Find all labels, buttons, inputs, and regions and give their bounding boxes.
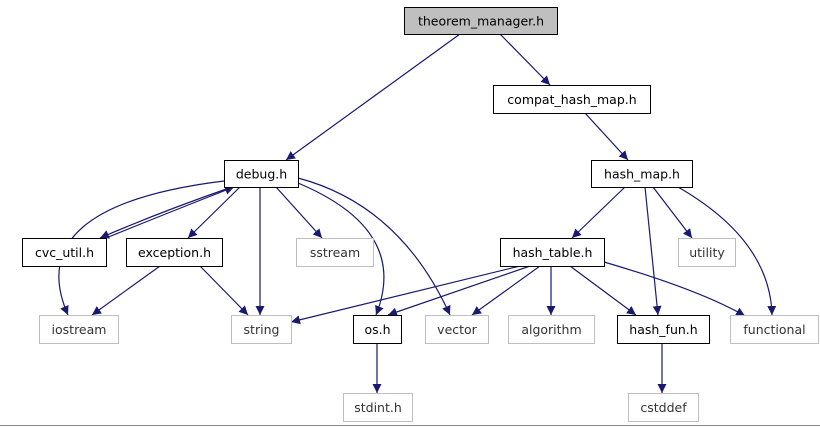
node-box [404, 7, 558, 35]
node-label: hash_map.h [604, 167, 680, 182]
edge-hash-map-to-functional [677, 186, 777, 316]
node-label: iostream [52, 322, 107, 337]
edge-exception-to-iostream [91, 265, 161, 316]
edge-hash-table-to-vector [471, 265, 541, 316]
node-box [343, 393, 413, 422]
node-label: hash_fun.h [629, 322, 697, 337]
bottom-rule [0, 425, 820, 426]
node-hash-table[interactable]: hash_table.h [500, 238, 605, 267]
node-functional: functional [730, 315, 819, 344]
edge-hash-table-to-hash-fun [569, 265, 637, 316]
node-stdint: stdint.h [343, 393, 413, 422]
node-label: cstddef [640, 400, 687, 415]
edge-theorem-manager-to-debug [285, 33, 461, 161]
node-hash-fun[interactable]: hash_fun.h [617, 315, 710, 344]
node-box [425, 315, 489, 344]
node-hash-map[interactable]: hash_map.h [591, 160, 693, 188]
node-vector: vector [425, 315, 489, 344]
node-cvc-util[interactable]: cvc_util.h [22, 238, 107, 267]
edge-debug-to-vector [297, 177, 451, 316]
node-theorem-manager[interactable]: theorem_manager.h [404, 7, 558, 35]
node-label: functional [743, 322, 805, 337]
node-label: stdint.h [354, 400, 402, 415]
node-os[interactable]: os.h [353, 315, 402, 344]
node-box [39, 315, 119, 344]
node-cstddef: cstddef [628, 393, 699, 422]
edge-exception-to-string [199, 265, 249, 316]
edges-layer [58, 33, 777, 393]
node-label: theorem_manager.h [418, 14, 544, 29]
node-box [628, 393, 699, 422]
node-string: string [231, 315, 292, 344]
node-compat-hash-map[interactable]: compat_hash_map.h [493, 85, 651, 114]
edge-hash-table-to-functional [603, 261, 746, 317]
node-label: algorithm [521, 322, 581, 337]
node-label: sstream [310, 245, 360, 260]
node-box [231, 315, 292, 344]
edge-compat-hash-map-to-hash-map [584, 112, 629, 161]
node-box [591, 160, 693, 188]
node-box [22, 238, 107, 267]
node-label: hash_table.h [513, 245, 593, 260]
node-utility: utility [678, 238, 736, 267]
edge-hash-map-to-hash-table [571, 186, 626, 239]
node-sstream: sstream [296, 238, 374, 267]
node-box [224, 160, 299, 188]
node-box [730, 315, 819, 344]
node-label: debug.h [236, 167, 287, 182]
node-label: exception.h [138, 245, 211, 260]
node-box [617, 315, 710, 344]
node-box [296, 238, 374, 267]
node-label: os.h [364, 322, 390, 337]
node-box [353, 315, 402, 344]
node-label: utility [689, 245, 725, 260]
edge-debug-to-exception [187, 186, 241, 239]
node-box [508, 315, 595, 344]
edge-cvc-util-to-debug [105, 186, 235, 239]
edge-hash-table-to-os [387, 265, 531, 317]
node-label: vector [437, 322, 478, 337]
edge-hash-table-to-string [290, 265, 521, 325]
edge-debug-to-iostream [58, 180, 225, 316]
edge-hash-map-to-hash-fun [644, 186, 662, 316]
nodes-layer: theorem_manager.h compat_hash_map.h debug.… [22, 7, 819, 422]
edge-theorem-manager-to-compat-hash-map [499, 33, 551, 86]
node-iostream: iostream [39, 315, 119, 344]
node-box [678, 238, 736, 267]
node-box [500, 238, 605, 267]
node-algorithm: algorithm [508, 315, 595, 344]
node-box [493, 85, 651, 114]
edge-debug-to-sstream [275, 186, 323, 239]
node-label: cvc_util.h [35, 245, 94, 260]
node-debug[interactable]: debug.h [224, 160, 299, 188]
node-exception[interactable]: exception.h [126, 238, 223, 267]
node-label: compat_hash_map.h [507, 92, 636, 107]
edge-debug-to-cvc-util [99, 186, 233, 239]
edge-hash-map-to-utility [652, 186, 693, 239]
node-box [126, 238, 223, 267]
node-label: string [244, 322, 280, 337]
